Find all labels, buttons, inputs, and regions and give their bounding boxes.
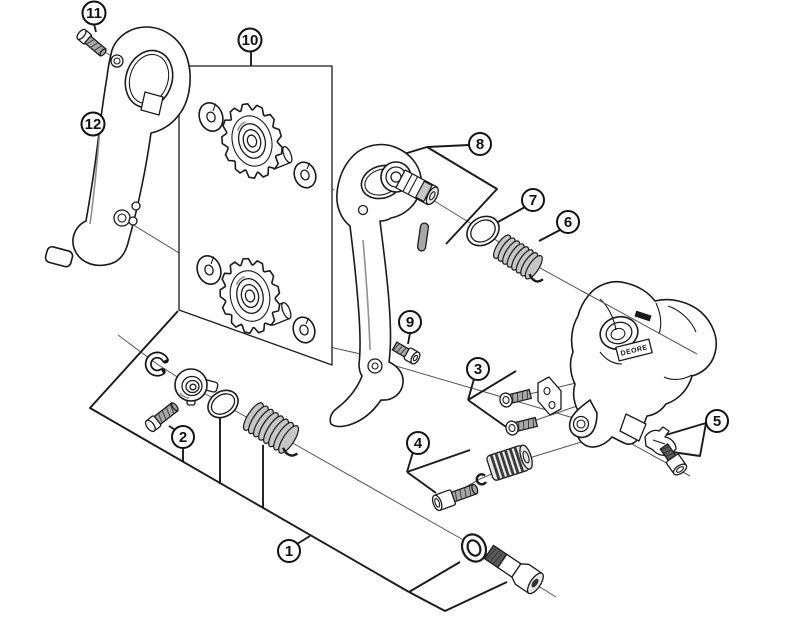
jockey-pulley-lower [219,257,281,335]
pulley-washer [196,255,222,285]
outer-plate-bolt-hole [110,54,124,68]
plate-axle [395,169,439,206]
callout-4: 4 [406,431,430,455]
body-lower-tab [619,413,647,442]
barrel-adjuster-group [431,444,533,512]
pulley-washer [292,316,316,344]
axis-plate-to-body [378,360,578,420]
snap-ring [144,351,169,377]
derailleur-body: DEORE [568,280,717,448]
mount-bolt [483,544,544,595]
svg-text:4: 4 [414,435,423,452]
callout-2: 2 [171,425,195,449]
svg-text:5: 5 [713,413,721,430]
bracket-1-main [89,310,410,593]
callout-9: 9 [398,310,422,334]
o-ring-seal [466,215,500,247]
stroke-adjust-group [499,376,562,436]
adjust-screw-upper [499,388,533,408]
body-logo-plate: DEORE [615,338,653,362]
plate-stopper-bolt [391,341,421,365]
svg-text:10: 10 [242,32,259,49]
leader-9 [407,332,411,345]
pulley-set [196,102,317,344]
pulley-washer [293,161,317,189]
plate-spring-pin [416,222,430,252]
bracket-4 [406,449,471,494]
inner-plate-pulley-hole [367,358,383,374]
spring-hook [528,273,544,283]
callout-7: 7 [521,188,545,212]
leader-1 [296,535,311,545]
pulley-bolt-top [76,28,107,57]
leader-6 [538,229,561,242]
svg-text:7: 7 [529,192,537,209]
cage-o-ring [207,389,239,419]
body-slot [634,310,652,322]
callout-12: 12 [80,111,106,137]
mount-washer [460,533,488,563]
callout-3: 3 [466,357,490,381]
svg-text:12: 12 [85,116,102,133]
svg-text:11: 11 [86,5,102,22]
adjust-plate [537,376,562,416]
callouts: 1 2 3 4 5 6 7 8 9 10 11 12 [80,0,729,563]
cage-pivot-group [144,351,300,457]
tension-spring [493,234,544,283]
svg-text:6: 6 [564,214,572,231]
svg-text:9: 9 [406,314,414,331]
svg-text:1: 1 [285,543,293,560]
cam-plate [174,368,219,406]
bracket-3 [467,370,517,430]
bracket-lines [89,23,707,612]
jockey-pulley-upper [220,103,283,179]
outer-plate [44,26,191,268]
svg-text:8: 8 [476,136,484,153]
pulley-washer [198,102,224,132]
outer-plate-tab [44,245,74,268]
adjust-barrel [486,444,533,481]
outer-plate-opening [124,49,174,109]
axis-over-body [581,290,698,355]
callout-11: 11 [81,0,107,26]
callout-1: 1 [277,539,301,563]
outer-plate-pivot-hole [113,209,131,227]
inner-plate-silhouette [329,143,422,428]
adjuster-clip [475,473,488,486]
cable-fixing-group [644,426,688,476]
outer-plate-opening-rim [128,53,170,105]
callout-10: 10 [237,27,263,53]
stopper-pin-bolt [144,401,179,433]
inner-plate-assembly [329,143,439,428]
spring-hook [282,447,299,457]
callout-8: 8 [468,132,492,156]
adjuster-bolt [431,483,479,512]
pulley-set-box [178,65,333,366]
adjust-screw-lower [505,416,539,436]
svg-text:2: 2 [179,429,187,446]
cage-spring [242,402,300,457]
bracket-1-fork [408,561,508,612]
mount-bolt-group [460,533,544,595]
leader-7 [497,206,526,223]
outer-plate-stop-tab [140,91,164,116]
callout-5: 5 [705,409,729,433]
bracket-1-drops [182,418,264,508]
svg-text:3: 3 [474,361,482,378]
body-foot-ring [572,415,590,433]
callout-6: 6 [556,210,580,234]
inner-plate-small-hole [357,204,369,216]
cable-fixing-bolt [659,443,688,476]
